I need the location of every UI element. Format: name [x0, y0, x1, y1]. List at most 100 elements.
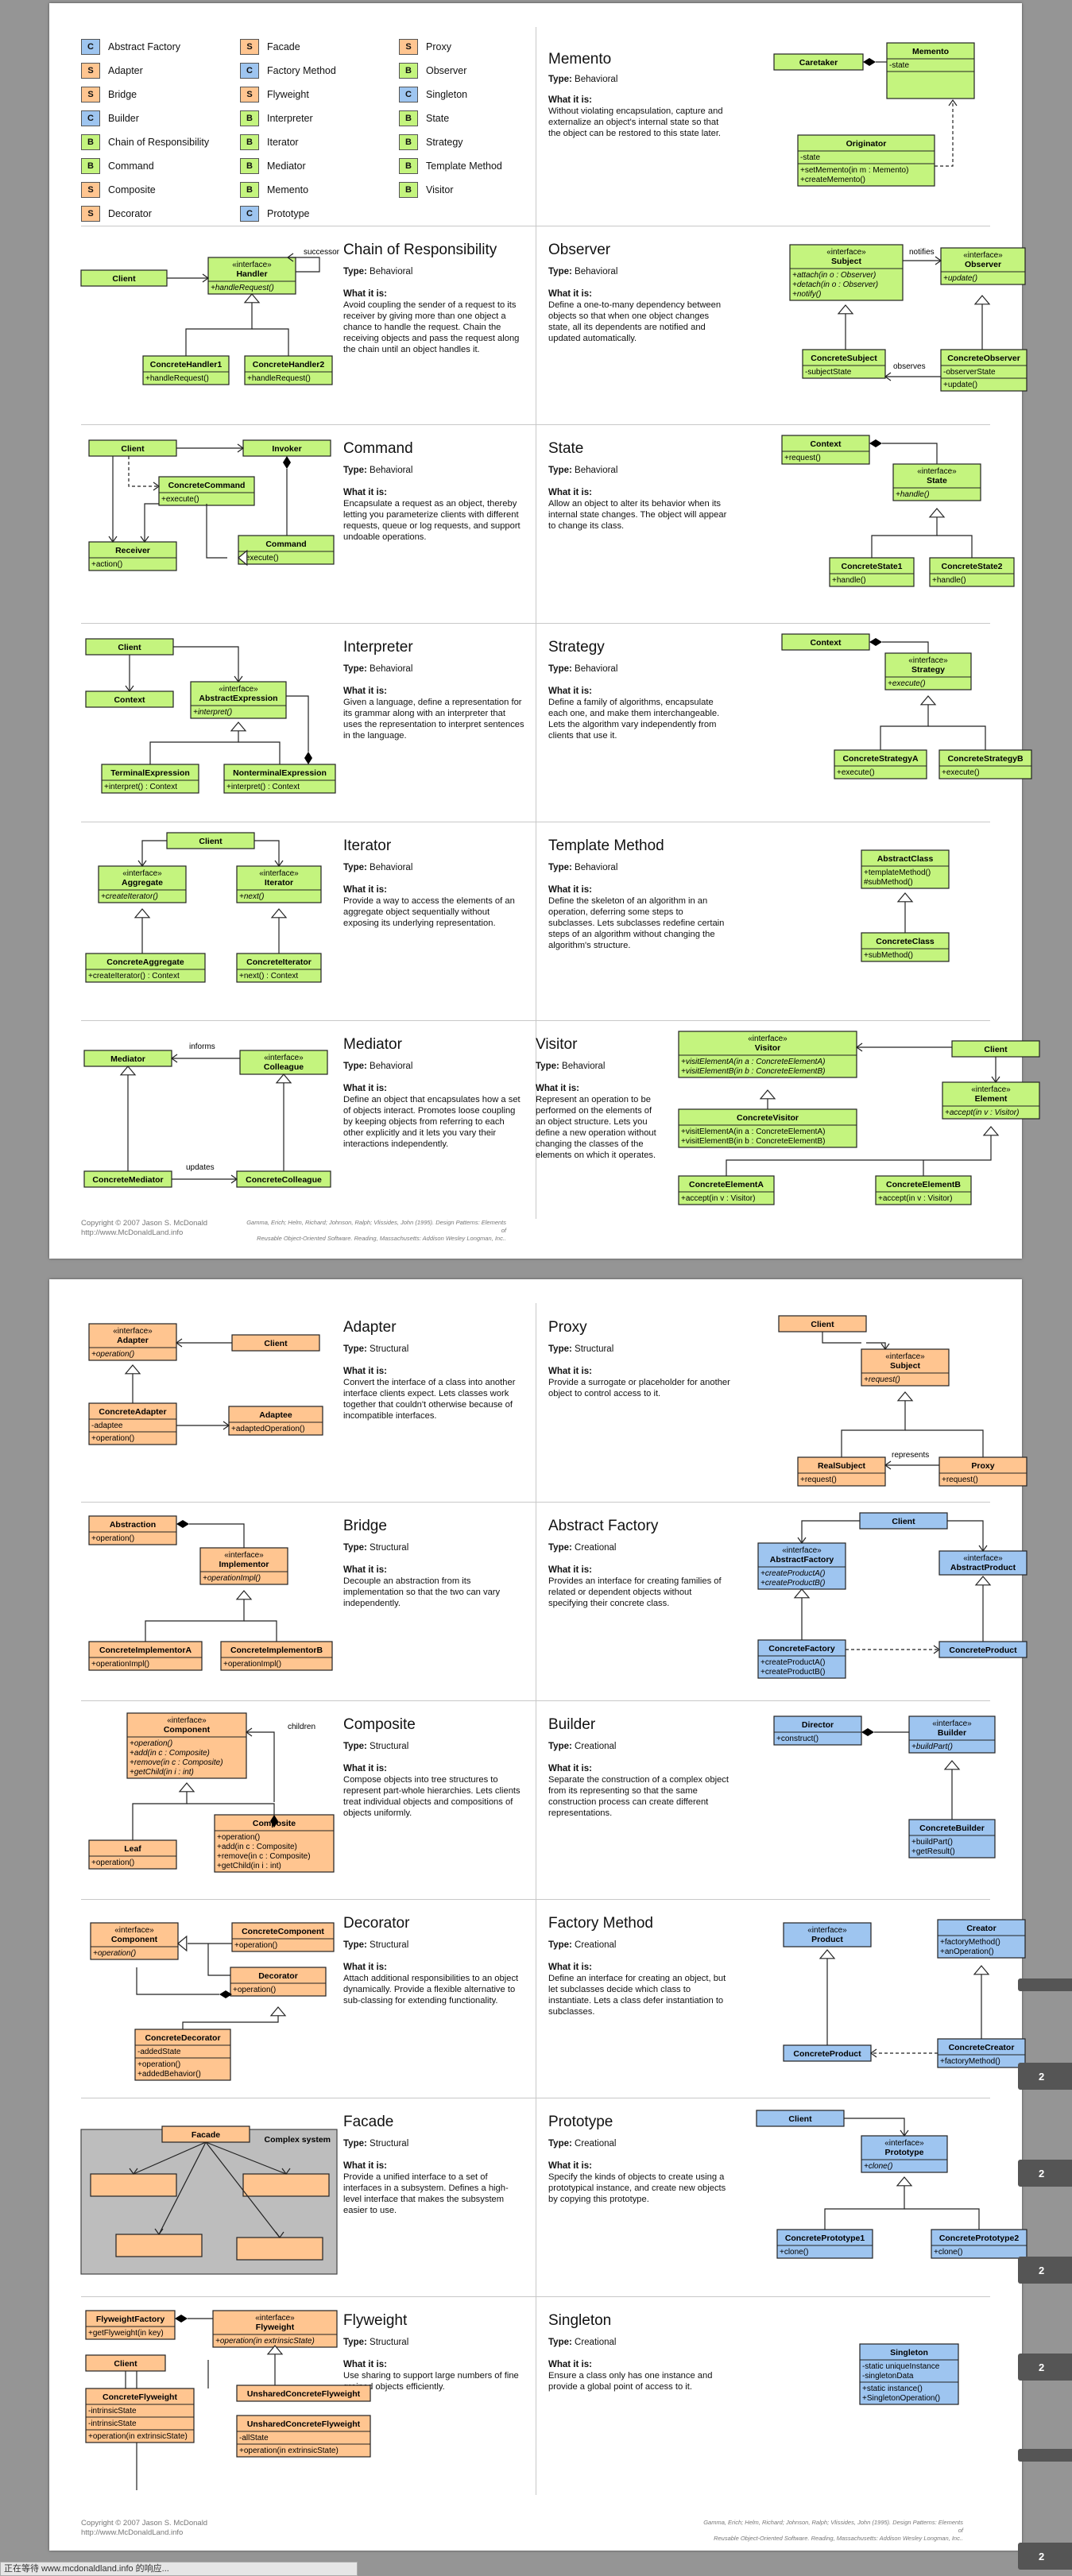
- side-tab[interactable]: 2: [1018, 2160, 1072, 2187]
- uml-class-box: [781, 435, 870, 465]
- legend-badge: C: [81, 110, 100, 126]
- inheritance-arrow: [793, 1588, 811, 1599]
- type-label: Type:: [548, 1344, 572, 1354]
- uml-class-box: [190, 681, 287, 719]
- pattern-description: Given a language, define a representatio…: [343, 698, 524, 741]
- class-member: +getChild(in i : int): [217, 1862, 281, 1870]
- type-label: Type:: [548, 664, 572, 674]
- stereotype-label: «interface»: [782, 1546, 822, 1555]
- class-name: ConcreteHandler1: [150, 360, 223, 369]
- class-member: +accept(in v : Visitor): [681, 1194, 755, 1203]
- inheritance-arrow: [837, 304, 854, 315]
- citation-line: Reusable Object-Oriented Software. Readi…: [714, 2535, 963, 2542]
- pattern-type: Type: Structural: [343, 2338, 408, 2347]
- type-value: Creational: [575, 1940, 617, 1950]
- class-member: +request(): [864, 1375, 900, 1384]
- class-name: ConcreteStrategyB: [947, 754, 1024, 764]
- class-member: +detach(in o : Observer): [792, 280, 878, 289]
- class-name: Aggregate: [122, 878, 163, 888]
- class-name: ConcreteClass: [876, 937, 935, 946]
- class-member: +action(): [91, 560, 122, 569]
- association-arrow: [153, 482, 161, 491]
- class-name: Command: [265, 540, 306, 549]
- legend-label: Adapter: [108, 65, 143, 76]
- inheritance-arrow: [119, 1066, 137, 1076]
- side-tab[interactable]: 2: [1018, 2354, 1072, 2381]
- what-label: What it is:: [548, 2360, 592, 2369]
- stereotype-label: «interface»: [885, 1352, 925, 1361]
- pattern-description: Define a family of algorithms, encapsula…: [548, 698, 720, 741]
- pattern-description: Allow an object to alter its behavior wh…: [548, 499, 727, 531]
- uml-class-box: [88, 1402, 177, 1445]
- uml-class-box: [678, 1031, 857, 1078]
- legend-label: Decorator: [108, 208, 152, 219]
- class-name: Mediator: [110, 1054, 145, 1064]
- class-name: ConcreteAggregate: [106, 957, 184, 967]
- stereotype-label: «interface»: [748, 1035, 788, 1043]
- pattern-type: Type: Behavioral: [548, 664, 617, 674]
- stereotype-label: «interface»: [122, 869, 162, 878]
- association-arrow: [275, 2231, 284, 2239]
- pattern-description: Provides an interface for creating famil…: [548, 1576, 722, 1608]
- association-label: updates: [186, 1163, 215, 1172]
- pattern-type: Type: Behavioral: [343, 863, 412, 872]
- pattern-description: Define an interface for creating an obje…: [548, 1974, 726, 2017]
- pattern-type: Type: Behavioral: [343, 466, 412, 475]
- side-tab[interactable]: 2: [1018, 2257, 1072, 2284]
- uml-connector: [158, 2141, 207, 2235]
- legend-label: Iterator: [267, 137, 299, 148]
- side-tab[interactable]: 2: [1018, 2543, 1072, 2570]
- type-value: Creational: [575, 2139, 617, 2149]
- side-tab[interactable]: [1018, 1978, 1072, 1991]
- type-value: Behavioral: [370, 267, 413, 277]
- class-member: +subMethod(): [864, 951, 913, 960]
- class-name: Director: [802, 1720, 834, 1730]
- class-name: Client: [118, 643, 141, 652]
- association-arrow: [230, 1174, 238, 1184]
- what-label: What it is:: [343, 488, 387, 497]
- stereotype-label: «interface»: [807, 1926, 847, 1935]
- type-label: Type:: [548, 75, 572, 84]
- inheritance-arrow: [270, 908, 288, 919]
- association-arrow: [286, 253, 294, 262]
- pattern-type: Type: Structural: [343, 2139, 408, 2149]
- uml-connector: [244, 1620, 277, 1642]
- class-member: +operation(): [130, 1739, 172, 1748]
- type-value: Behavioral: [370, 863, 413, 872]
- pattern-description: Specify the kinds of objects to create u…: [548, 2172, 726, 2204]
- class-member: +static instance(): [862, 2385, 923, 2393]
- class-member: +interpret(): [193, 708, 232, 717]
- uml-class-box: [85, 2310, 176, 2340]
- side-tab-small[interactable]: [1018, 2449, 1072, 2462]
- side-tab[interactable]: 2: [1018, 2063, 1072, 2090]
- class-member: +operation(in extrinsicState): [215, 2337, 315, 2346]
- citation-line: Reusable Object-Oriented Software. Readi…: [257, 1235, 506, 1242]
- pattern-title: Facade: [343, 2114, 394, 2130]
- legend-badge: S: [81, 182, 100, 198]
- class-member: +operation(in extrinsicState): [239, 2446, 339, 2455]
- class-member: +operation(): [91, 1534, 134, 1543]
- uml-connector: [128, 456, 159, 487]
- class-name: ConcreteIterator: [246, 957, 312, 967]
- legend-label: Observer: [426, 65, 467, 76]
- what-label: What it is:: [548, 885, 592, 895]
- type-value: Creational: [575, 2338, 617, 2347]
- uml-diagram: Client«interface»Prototype+clone()Concre…: [756, 2110, 1027, 2259]
- type-label: Type:: [548, 2139, 572, 2149]
- type-value: Behavioral: [575, 75, 618, 84]
- class-name: Builder: [938, 1728, 966, 1738]
- class-name: Element: [975, 1094, 1008, 1104]
- stereotype-label: «interface»: [224, 1551, 264, 1560]
- type-value: Creational: [575, 1742, 617, 1751]
- pattern-description: Convert the interface of a class into an…: [343, 1378, 516, 1421]
- class-member: +visitElementA(in a : ConcreteElementA): [681, 1058, 825, 1066]
- class-name: Leaf: [124, 1844, 141, 1854]
- pattern-description: Separate the construction of a complex o…: [548, 1775, 729, 1818]
- uml-diagram: ClientContext«interface»AbstractExpressi…: [85, 638, 336, 794]
